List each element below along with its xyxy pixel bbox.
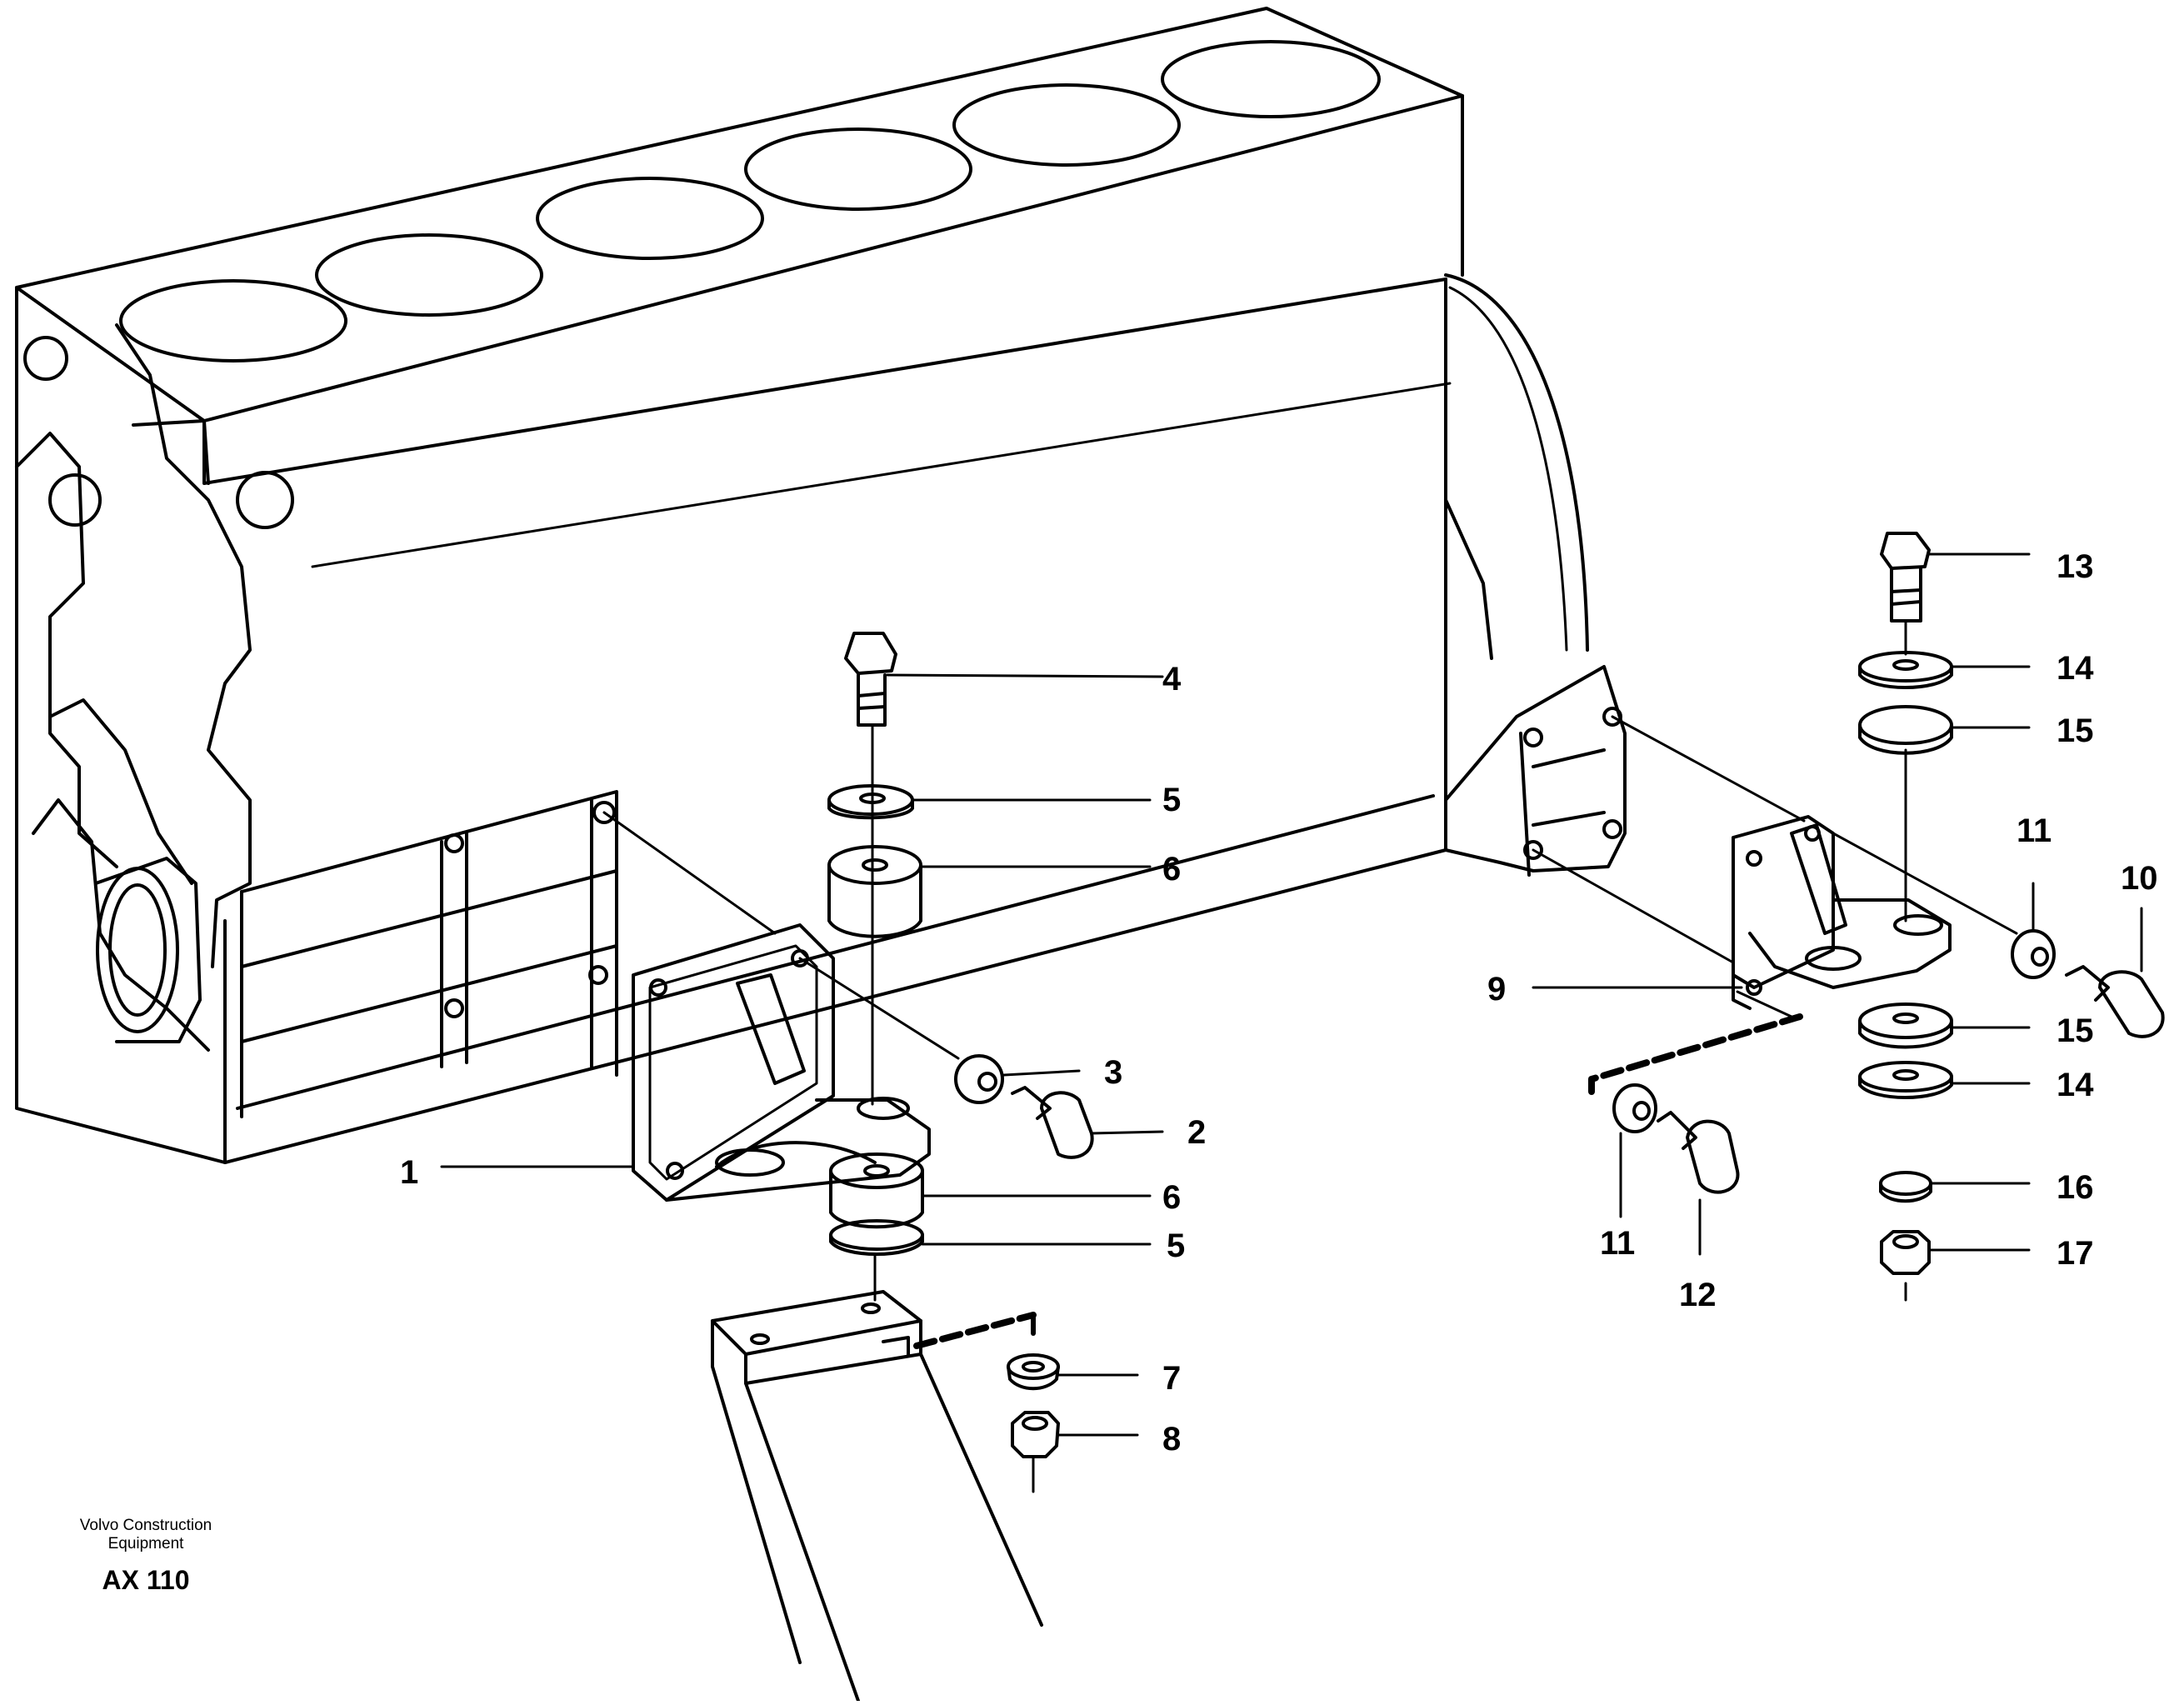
washer-5-upper bbox=[827, 784, 914, 816]
callout-9: 9 bbox=[1487, 971, 1506, 1008]
nut-8 bbox=[1011, 1411, 1060, 1493]
callout-5-upper: 5 bbox=[1162, 782, 1181, 818]
cylinder-bores bbox=[119, 40, 1381, 362]
callout-15-lower: 15 bbox=[2057, 1012, 2094, 1049]
callout-1: 1 bbox=[400, 1154, 418, 1191]
callout-13: 13 bbox=[2057, 548, 2094, 585]
washer-3 bbox=[954, 1054, 1004, 1104]
callout-6-lower: 6 bbox=[1162, 1179, 1181, 1216]
bolt-4 bbox=[844, 632, 897, 1106]
rubber-15-lower bbox=[1858, 1002, 1953, 1049]
callout-7: 7 bbox=[1162, 1360, 1181, 1397]
washer-11-lower bbox=[1612, 1083, 1657, 1133]
washer-7 bbox=[1007, 1353, 1060, 1391]
callout-2: 2 bbox=[1187, 1114, 1206, 1151]
left-bracket bbox=[632, 923, 931, 1202]
callout-12: 12 bbox=[1679, 1277, 1717, 1313]
bolt-10 bbox=[2065, 965, 2165, 1038]
callout-5-lower: 5 bbox=[1167, 1228, 1185, 1264]
bolt-12 bbox=[1657, 1111, 1740, 1194]
callout-14-upper: 14 bbox=[2057, 650, 2094, 687]
callout-4: 4 bbox=[1162, 661, 1182, 698]
callout-11-right: 11 bbox=[2017, 812, 2052, 849]
company-name: Volvo Construction Equipment bbox=[79, 1517, 212, 1552]
rubber-6-upper bbox=[827, 845, 922, 938]
callout-10: 10 bbox=[2121, 860, 2158, 897]
callout-14-lower: 14 bbox=[2057, 1067, 2094, 1103]
right-bracket bbox=[1732, 815, 1952, 1010]
callout-11-lower: 11 bbox=[1600, 1225, 1635, 1262]
engine-block bbox=[15, 7, 1627, 1164]
washer-14-lower bbox=[1858, 1061, 1953, 1099]
drawing-code: AX 110 bbox=[102, 1565, 190, 1595]
callout-3: 3 bbox=[1104, 1054, 1122, 1091]
callout-15-upper: 15 bbox=[2057, 712, 2094, 749]
bolt-13 bbox=[1880, 532, 1931, 656]
rubber-15-upper bbox=[1858, 705, 1953, 755]
washer-16 bbox=[1879, 1171, 1932, 1203]
callout-17: 17 bbox=[2057, 1235, 2094, 1272]
rubber-6-lower bbox=[829, 1152, 924, 1229]
callout-8: 8 bbox=[1162, 1421, 1181, 1458]
frame-member bbox=[711, 1290, 1043, 1702]
callout-6-upper: 6 bbox=[1162, 851, 1181, 888]
callout-16: 16 bbox=[2057, 1169, 2094, 1206]
bolt-2 bbox=[1011, 1086, 1094, 1159]
callout-labels: 1 2 3 4 5 6 6 5 7 8 9 10 11 11 12 13 14 … bbox=[400, 548, 2158, 1458]
washer-5-lower bbox=[829, 1219, 924, 1256]
nut-17 bbox=[1880, 1230, 1931, 1302]
washer-14-upper bbox=[1858, 651, 1953, 689]
washer-11-right bbox=[2011, 929, 2056, 979]
drawing-caption: Volvo Construction Equipment AX 110 bbox=[75, 1517, 217, 1596]
callout-leaders bbox=[440, 552, 2143, 1437]
